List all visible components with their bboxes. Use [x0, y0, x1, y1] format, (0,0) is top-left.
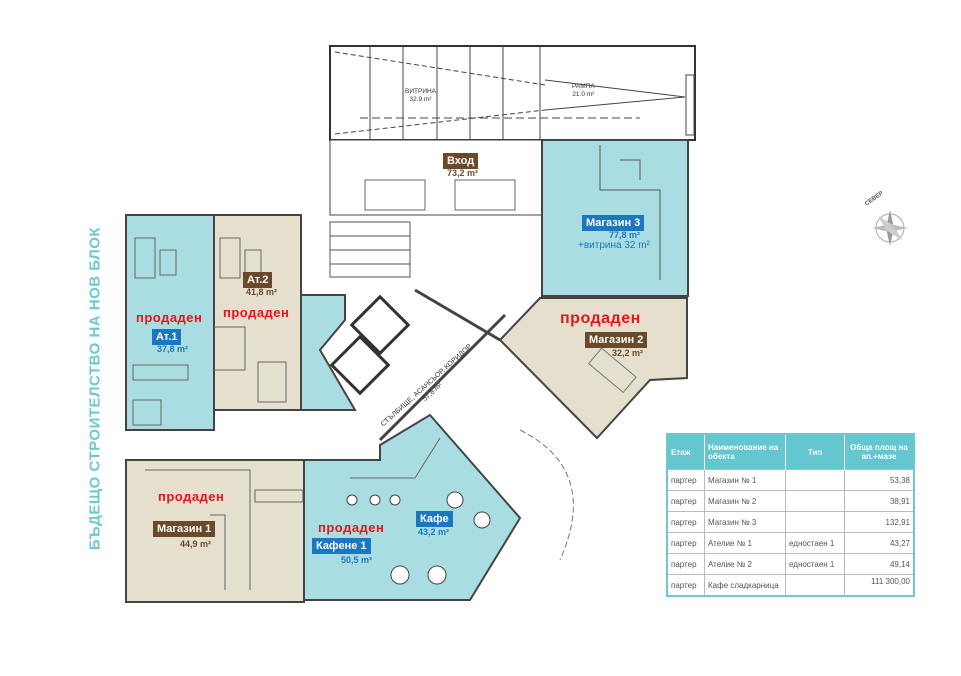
at2-sold: продаден — [223, 305, 290, 320]
cell: 132,91 — [844, 511, 915, 533]
cafe1-label: Кафене 1 — [312, 538, 371, 554]
entrance-label: Вход — [443, 153, 479, 169]
cell: партер — [666, 532, 705, 554]
cell: 53,38 — [844, 469, 915, 491]
vitrina-name: ВИТРИНА — [405, 88, 437, 95]
core-wc — [300, 294, 357, 411]
cell — [785, 511, 845, 533]
at2-area: 41,8 m² — [246, 287, 278, 297]
rampa-area: 21.0 m² — [572, 91, 595, 98]
shop2-area: 32,2 m² — [612, 348, 644, 358]
shop2-sold: продаден — [560, 310, 641, 327]
cell — [785, 490, 845, 512]
cell: Кафе сладкарница — [704, 574, 786, 597]
cell: 111 300,00 — [844, 574, 915, 597]
shop1-sold: продаден — [158, 489, 225, 504]
cafe1-sold: продаден — [318, 520, 385, 535]
rampa-name: РАМПА — [572, 83, 595, 90]
cell: 43,27 — [844, 532, 915, 554]
cell: Магазин № 1 — [704, 469, 786, 491]
cell: партер — [666, 511, 705, 533]
shop2-label: Магазин 2 — [585, 332, 648, 348]
cafe1-area: 50,5 m² — [341, 555, 373, 565]
cell: 49,14 — [844, 553, 915, 575]
entrance-area: 73,2 m² — [447, 168, 479, 178]
shop3-label: Магазин 3 — [582, 215, 645, 231]
cell: партер — [666, 553, 705, 575]
at1-sold: продаден — [136, 310, 203, 325]
cell — [785, 469, 845, 491]
shop3-vitrina-area: +витрина 32 m² — [578, 240, 650, 251]
cell: партер — [666, 490, 705, 512]
at1-room — [125, 214, 215, 431]
cell: едностаен 1 — [785, 532, 845, 554]
cell: Ателие № 2 — [704, 553, 786, 575]
cell: 38,91 — [844, 490, 915, 512]
at1-area: 37,8 m² — [157, 344, 189, 354]
vitrina-area: 32.9 m² — [409, 96, 432, 103]
area-table: Етаж Наименование на обекта Тип Обща пло… — [666, 433, 915, 597]
entrance-room — [329, 139, 543, 216]
compass-icon — [872, 210, 908, 246]
cafe-room — [303, 413, 522, 601]
cell: партер — [666, 469, 705, 491]
header-floor: Етаж — [667, 434, 705, 470]
cell: Магазин № 3 — [704, 511, 786, 533]
cafe-label: Кафе — [416, 511, 453, 527]
header-area: Обща площ на ап.+мазе — [844, 434, 915, 470]
shop3-area: 77,8 m² — [609, 230, 641, 240]
at2-label: Ат.2 — [243, 272, 273, 288]
header-type: Тип — [785, 434, 845, 470]
cell — [785, 574, 845, 597]
cell: едностаен 1 — [785, 553, 845, 575]
cafe-area: 43,2 m² — [418, 527, 450, 537]
vitrina-rampa-block — [329, 45, 696, 141]
table-header-row: Етаж Наименование на обекта Тип Обща пло… — [667, 434, 915, 470]
header-name: Наименование на обекта — [704, 434, 786, 470]
cell: Магазин № 2 — [704, 490, 786, 512]
shop1-label: Магазин 1 — [153, 521, 216, 537]
cell: Ателие № 1 — [704, 532, 786, 554]
at1-label: Ат.1 — [152, 329, 182, 345]
future-building-label: БЪДЕЩО СТРОИТЕЛСТВО НА НОВ БЛОК — [86, 226, 104, 551]
cell: партер — [666, 574, 705, 597]
shop1-area: 44,9 m² — [180, 539, 212, 549]
